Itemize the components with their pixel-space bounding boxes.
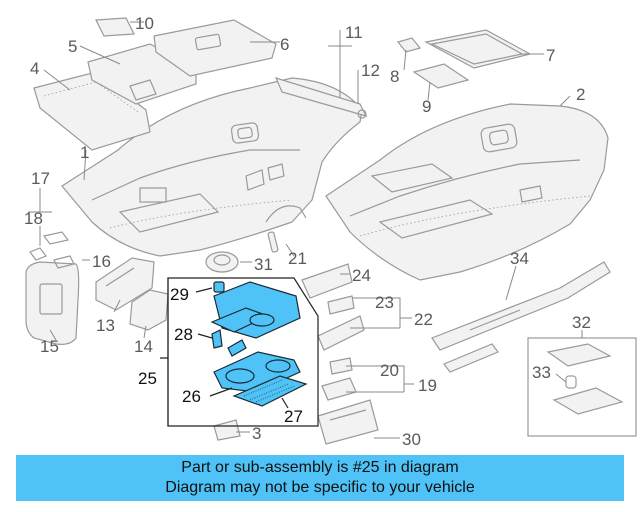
callout-16: 16 [92, 252, 111, 271]
callout-21: 21 [288, 249, 307, 268]
roof-panels [33, 17, 277, 151]
callout-3: 3 [252, 424, 261, 443]
trim-strip [431, 261, 611, 373]
callout-31: 31 [254, 255, 273, 274]
callout-18: 18 [24, 209, 43, 228]
assembly-25-group [160, 277, 319, 427]
callout-15: 15 [40, 337, 59, 356]
callout-30: 30 [402, 430, 421, 449]
callout-6: 6 [280, 35, 289, 54]
leader-lines [28, 21, 583, 439]
box-32 [527, 337, 637, 437]
callout-5: 5 [68, 37, 77, 56]
callout-34: 34 [510, 249, 529, 268]
callout-28: 28 [174, 325, 193, 344]
callout-20: 20 [380, 361, 399, 380]
banner-line-2: Diagram may not be specific to your vehi… [165, 479, 475, 496]
callout-4: 4 [30, 59, 39, 78]
headliner-left [61, 77, 363, 257]
callout-8: 8 [390, 67, 399, 86]
sunroof-parts [396, 29, 532, 89]
callout-13: 13 [96, 316, 115, 335]
callout-10: 10 [135, 14, 154, 33]
headliner-right [325, 103, 609, 281]
parts-diagram: 10 5 6 4 11 12 7 8 9 2 1 17 18 16 21 31 … [24, 14, 637, 449]
leader-lines-25 [195, 287, 289, 409]
callout-12: 12 [361, 61, 380, 80]
roof-rail [274, 30, 368, 119]
callout-23: 23 [375, 293, 394, 312]
callout-29: 29 [170, 285, 189, 304]
banner-line-1: Part or sub-assembly is #25 in diagram [181, 459, 459, 476]
callout-19: 19 [418, 376, 437, 395]
callout-9: 9 [422, 97, 431, 116]
callout-22: 22 [414, 310, 433, 329]
callout-17: 17 [31, 169, 50, 188]
callout-labels: 10 5 6 4 11 12 7 8 9 2 1 17 18 16 21 31 … [24, 14, 591, 449]
callout-1: 1 [80, 143, 89, 162]
callout-14: 14 [134, 337, 153, 356]
sun-visor-area [25, 231, 169, 345]
callout-24: 24 [352, 266, 371, 285]
callout-25: 25 [138, 369, 157, 388]
info-banner: Part or sub-assembly is #25 in diagram D… [16, 455, 624, 501]
callout-32: 32 [572, 313, 591, 332]
callout-7: 7 [546, 46, 555, 65]
callout-26: 26 [182, 387, 201, 406]
callout-11: 11 [345, 23, 363, 42]
callout-33: 33 [532, 363, 551, 382]
grab-handle-and-light [205, 205, 307, 273]
callout-2: 2 [576, 85, 585, 104]
right-small-parts [213, 263, 379, 445]
callout-27: 27 [284, 407, 303, 426]
